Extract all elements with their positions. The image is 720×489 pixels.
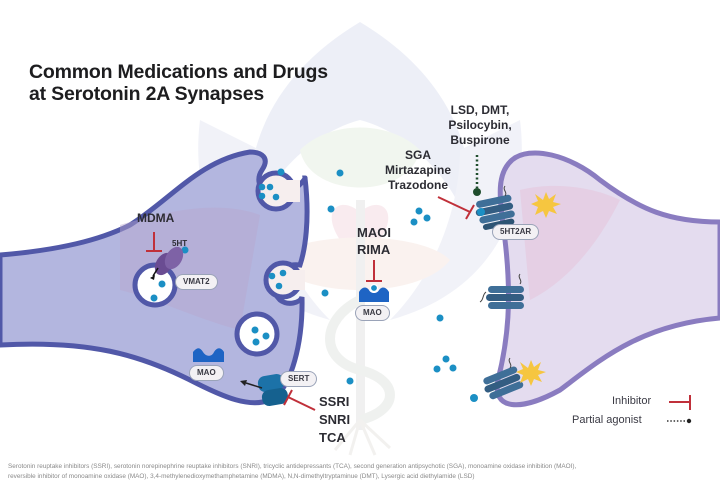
signal-burst-icon (516, 360, 546, 386)
serotonin-molecules (181, 168, 457, 385)
label-mao-cleft: MAO (355, 305, 390, 321)
receptor-5ht2a-icon (470, 357, 524, 402)
mao-cleft-enzyme-icon (359, 283, 389, 302)
label-tca: TCA (319, 430, 346, 445)
label-trazodone: Trazodone (387, 178, 448, 192)
label-psilocybin: Psilocybin, (448, 118, 512, 132)
legend-partial-agonist-label: Partial agonist (572, 414, 642, 426)
legend-inhibitor-icon (669, 395, 691, 410)
vesicle-fusing (263, 260, 305, 300)
label-ssri: SSRI (319, 394, 350, 409)
label-snri: SNRI (319, 412, 351, 427)
psychedelic-drugs-list: LSD, DMT, Psilocybin, Buspirone (435, 103, 525, 148)
abbreviations-footnote: Serotonin reuptake inhibitors (SSRI), se… (8, 462, 718, 482)
label-5ht2ar: 5HT2AR (492, 224, 540, 240)
label-lsd-dmt: LSD, DMT, (450, 103, 510, 117)
sert-inhibitors-list: SSRI SNRI TCA (319, 393, 350, 447)
label-buspirone: Buspirone (450, 133, 510, 147)
label-mao-presynaptic: MAO (189, 365, 224, 381)
label-sga: SGA (404, 148, 431, 162)
partial-agonist-icon (473, 155, 481, 196)
mao-inhibitors-list: MAOI RIMA (357, 224, 391, 258)
label-sert: SERT (280, 371, 318, 387)
vmat2-transporter-icon (150, 246, 184, 280)
sert-transporter-icon (240, 373, 289, 407)
sga-inhibitor-icon (437, 196, 475, 220)
footnote-line-1: Serotonin reuptake inhibitors (SSRI), se… (8, 463, 577, 470)
sga-drugs-list: SGA Mirtazapine Trazodone (370, 148, 466, 193)
footnote-line-2: reversible inhibitor of monoamine oxidas… (8, 473, 475, 480)
signal-burst-icon (531, 192, 561, 218)
vesicle-fusing (255, 170, 300, 212)
ssri-inhibitor-icon (283, 389, 316, 411)
label-rima: RIMA (357, 242, 391, 257)
maoi-inhibitor-icon (366, 260, 382, 282)
legend-partial-agonist-icon (667, 418, 692, 424)
mdma-inhibitor-icon (146, 232, 162, 252)
vesicle (132, 262, 178, 308)
legend-inhibitor-label: Inhibitor (612, 395, 652, 407)
label-5ht: 5HT (172, 239, 188, 248)
label-vmat2: VMAT2 (175, 274, 218, 290)
receptor-5ht2a-icon (479, 273, 524, 309)
label-mirtazapine: Mirtazapine (384, 163, 451, 177)
mao-enzyme-icon (193, 348, 224, 362)
diagram-title: Common Medications and Drugs at Serotoni… (29, 61, 328, 105)
label-maoi: MAOI (357, 225, 391, 240)
label-mdma: MDMA (137, 211, 175, 225)
vesicle (234, 311, 280, 357)
title-line-2: at Serotonin 2A Synapses (29, 83, 265, 105)
title-line-1: Common Medications and Drugs (29, 61, 328, 83)
